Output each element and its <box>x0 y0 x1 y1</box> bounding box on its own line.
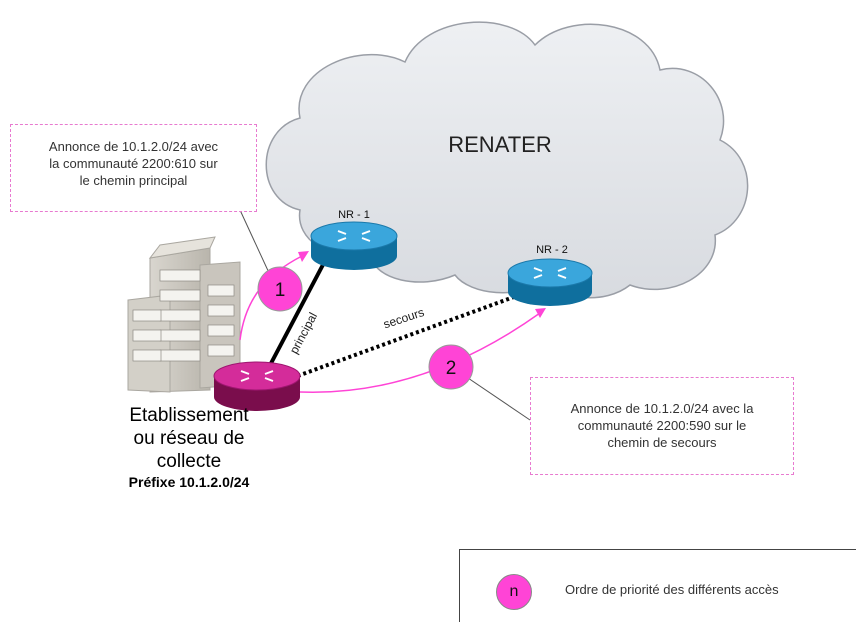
arrow-principal-head <box>298 251 309 262</box>
router-nr2-label: NR - 2 <box>536 244 568 256</box>
callout-connector-2 <box>467 377 531 421</box>
callout-connector-1 <box>239 209 271 276</box>
callout-secours-line1: Annonce de 10.1.2.0/24 avec la <box>570 401 754 416</box>
router-nr2[interactable] <box>507 258 593 306</box>
callout-secours-line2: communauté 2200:590 sur le <box>577 418 747 433</box>
principal-link <box>266 258 328 370</box>
callout-principal-line1: Annonce de 10.1.2.0/24 avec <box>48 139 219 154</box>
router-nr1-label: NR - 1 <box>338 209 370 221</box>
site-name-line3: collecte <box>156 451 222 472</box>
priority-badge-2: 2 <box>428 344 474 390</box>
svg-text:1: 1 <box>275 280 286 301</box>
legend-badge: n <box>496 574 532 610</box>
legend-text: Ordre de priorité des différents accès <box>565 582 779 597</box>
callout-secours: Annonce de 10.1.2.0/24 avec la communaut… <box>530 377 794 475</box>
legend-box: n Ordre de priorité des différents accès <box>459 549 856 622</box>
priority-badge-1: 1 <box>257 266 303 312</box>
cloud-label: RENATER <box>448 132 552 157</box>
site-label: Etablissement ou réseau de collecte Préf… <box>94 404 284 491</box>
callout-secours-line3: chemin de secours <box>607 435 717 450</box>
router-nr1[interactable] <box>310 221 398 270</box>
site-prefix: Préfixe 10.1.2.0/24 <box>128 474 250 490</box>
arrow-secours-head <box>535 308 546 318</box>
callout-principal-line2: la communauté 2200:610 sur <box>49 156 218 171</box>
site-router[interactable] <box>213 361 301 411</box>
arrow-secours <box>299 312 541 393</box>
site-name-line2: ou réseau de <box>133 428 245 449</box>
svg-text:2: 2 <box>446 358 457 379</box>
principal-link-label: principal <box>287 310 320 356</box>
callout-principal-line3: le chemin principal <box>79 173 188 188</box>
secours-link <box>291 292 523 380</box>
site-name-line1: Etablissement <box>129 405 249 426</box>
callout-principal: Annonce de 10.1.2.0/24 avec la communaut… <box>10 124 257 212</box>
secours-link-label: secours <box>382 305 426 331</box>
